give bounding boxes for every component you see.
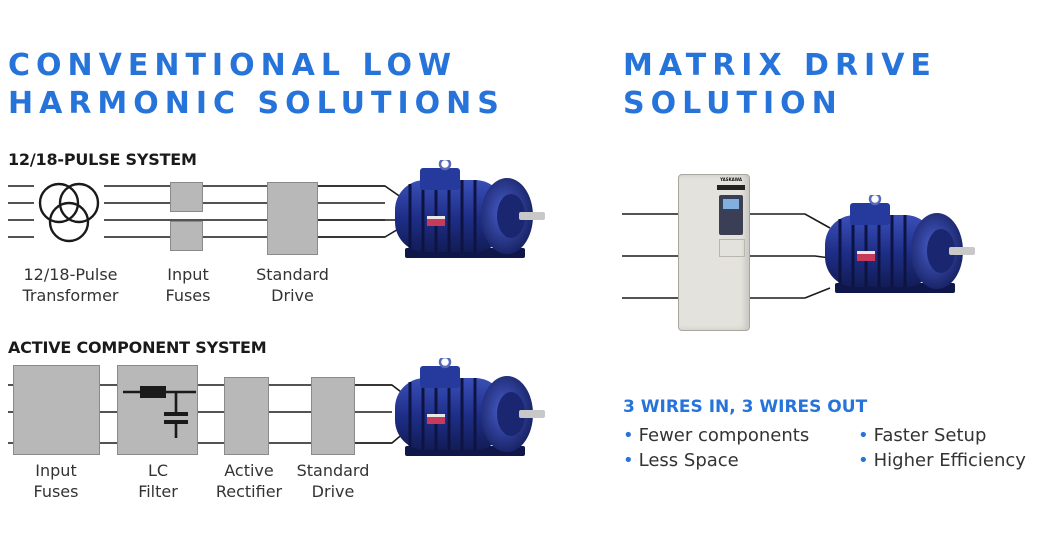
transformer-label-line2: Transformer xyxy=(22,286,119,305)
bullet-less-space: •Less Space xyxy=(623,450,739,471)
matrix-title-line2: SOLUTION xyxy=(623,86,843,121)
input-fuse-box-1 xyxy=(170,182,203,212)
pulse-drive-label-line2: Drive xyxy=(271,286,314,305)
active-rectifier-box xyxy=(224,377,269,455)
lc-filter-label-line1: LC xyxy=(147,461,169,480)
lc-filter-label: LC Filter xyxy=(122,460,194,502)
pulse-drive-label-line1: Standard xyxy=(256,265,329,284)
pulse-fuses-label-line1: Input xyxy=(167,265,209,284)
bullet-text: Fewer components xyxy=(638,425,810,446)
drive-brand-text: YASKAWA xyxy=(720,177,742,182)
conventional-title-line2: HARMONIC SOLUTIONS xyxy=(8,86,505,121)
matrix-motor-icon xyxy=(823,195,977,295)
conventional-title-line1: CONVENTIONAL LOW xyxy=(8,48,458,83)
bullet-dot-icon: • xyxy=(858,450,869,471)
bullet-dot-icon: • xyxy=(858,425,869,446)
bullet-text: Higher Efficiency xyxy=(873,450,1026,471)
pulse-system-motor-icon xyxy=(393,160,547,260)
drive-panel xyxy=(719,239,745,257)
active-system-heading: ACTIVE COMPONENT SYSTEM xyxy=(8,338,267,357)
matrix-title: MATRIX DRIVE SOLUTION xyxy=(623,47,937,123)
active-rectifier-label: Active Rectifier xyxy=(205,460,293,502)
lc-filter-symbol-icon xyxy=(123,386,196,438)
bullet-dot-icon: • xyxy=(623,425,634,446)
active-fuses-label-line2: Fuses xyxy=(33,482,79,501)
pulse-fuses-label: Input Fuses xyxy=(153,264,223,306)
matrix-tagline: 3 WIRES IN, 3 WIRES OUT xyxy=(623,397,868,417)
standard-drive-box xyxy=(267,182,318,255)
pulse-system-heading: 12/18-PULSE SYSTEM xyxy=(8,150,197,169)
active-fuses-label: Input Fuses xyxy=(20,460,92,502)
active-input-fuses-box xyxy=(13,365,100,455)
lc-filter-box xyxy=(117,365,198,455)
bullet-fewer-components: •Fewer components xyxy=(623,425,809,446)
transformer-label: 12/18-Pulse Transformer xyxy=(8,264,133,306)
drive-display xyxy=(723,199,739,209)
pulse-fuses-label-line2: Fuses xyxy=(165,286,211,305)
conventional-title: CONVENTIONAL LOW HARMONIC SOLUTIONS xyxy=(8,47,505,123)
matrix-drive-cabinet-icon: YASKAWA xyxy=(678,174,750,331)
bullet-text: Faster Setup xyxy=(873,425,987,446)
active-fuses-label-line1: Input xyxy=(35,461,77,480)
transformer-symbol-icon xyxy=(34,178,104,248)
active-system-motor-icon xyxy=(393,358,547,458)
matrix-title-line1: MATRIX DRIVE xyxy=(623,48,937,83)
transformer-label-line1: 12/18-Pulse xyxy=(23,265,118,284)
active-drive-label-line2: Drive xyxy=(311,482,355,501)
bullet-faster-setup: •Faster Setup xyxy=(858,425,986,446)
drive-brand-plate xyxy=(717,185,745,190)
active-drive-label-line1: Standard xyxy=(296,461,370,480)
input-fuse-box-2 xyxy=(170,221,203,251)
active-rectifier-label-line2: Rectifier xyxy=(215,482,283,501)
bullet-text: Less Space xyxy=(638,450,739,471)
bullet-higher-efficiency: •Higher Efficiency xyxy=(858,450,1026,471)
active-rectifier-label-line1: Active xyxy=(224,461,274,480)
lc-filter-label-line2: Filter xyxy=(138,482,178,501)
pulse-drive-label: Standard Drive xyxy=(245,264,340,306)
active-drive-label: Standard Drive xyxy=(288,460,378,502)
drive-keypad xyxy=(719,195,743,235)
active-standard-drive-box xyxy=(311,377,355,455)
bullet-dot-icon: • xyxy=(623,450,634,471)
